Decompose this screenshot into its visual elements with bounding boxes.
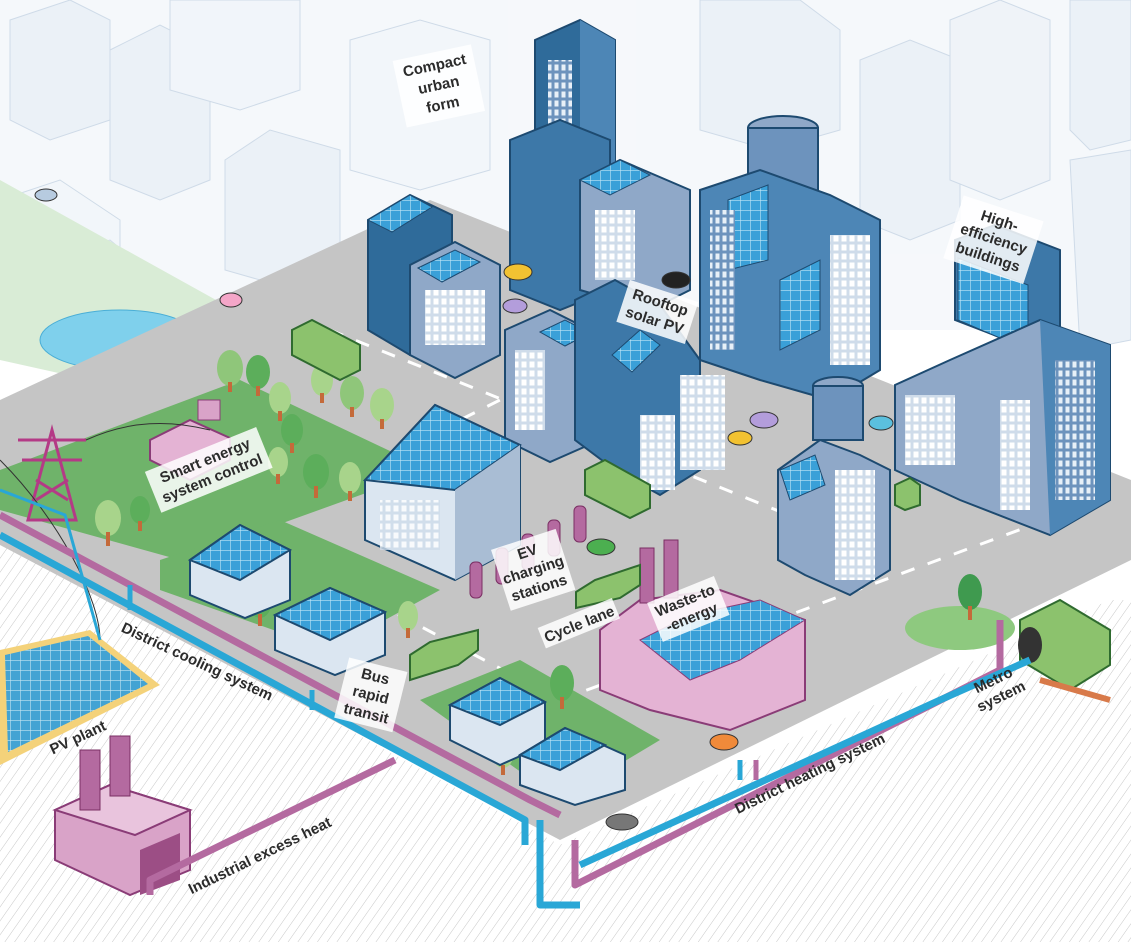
building-right-towers bbox=[699, 115, 881, 402]
underground-hatch bbox=[0, 540, 1131, 942]
cars bbox=[34, 188, 894, 831]
residential-houses bbox=[187, 523, 626, 807]
green-roundabout bbox=[905, 606, 1015, 650]
label-ev-charging-stations: EV charging stations bbox=[491, 528, 576, 611]
pv-plant bbox=[0, 630, 160, 765]
buses bbox=[291, 318, 921, 682]
waste-to-energy-plant bbox=[599, 539, 807, 732]
city-ground bbox=[0, 200, 1131, 840]
metro-train bbox=[1018, 598, 1111, 703]
district-pipes bbox=[0, 488, 1032, 909]
building-left-block bbox=[366, 193, 501, 380]
industrial-plant bbox=[52, 735, 193, 897]
high-rise-cluster-center bbox=[509, 18, 691, 312]
svg-text:EV: EV bbox=[515, 541, 539, 563]
label-high-efficiency-buildings: High- efficiency buildings bbox=[943, 195, 1044, 285]
building-south-tower bbox=[777, 376, 891, 597]
svg-text:form: form bbox=[425, 93, 461, 117]
svg-text:Bus: Bus bbox=[359, 665, 391, 688]
label-compact-urban-form: Compact urban form bbox=[392, 44, 486, 128]
label-rooftop-solar-pv: Rooftop solar PV bbox=[616, 279, 699, 344]
